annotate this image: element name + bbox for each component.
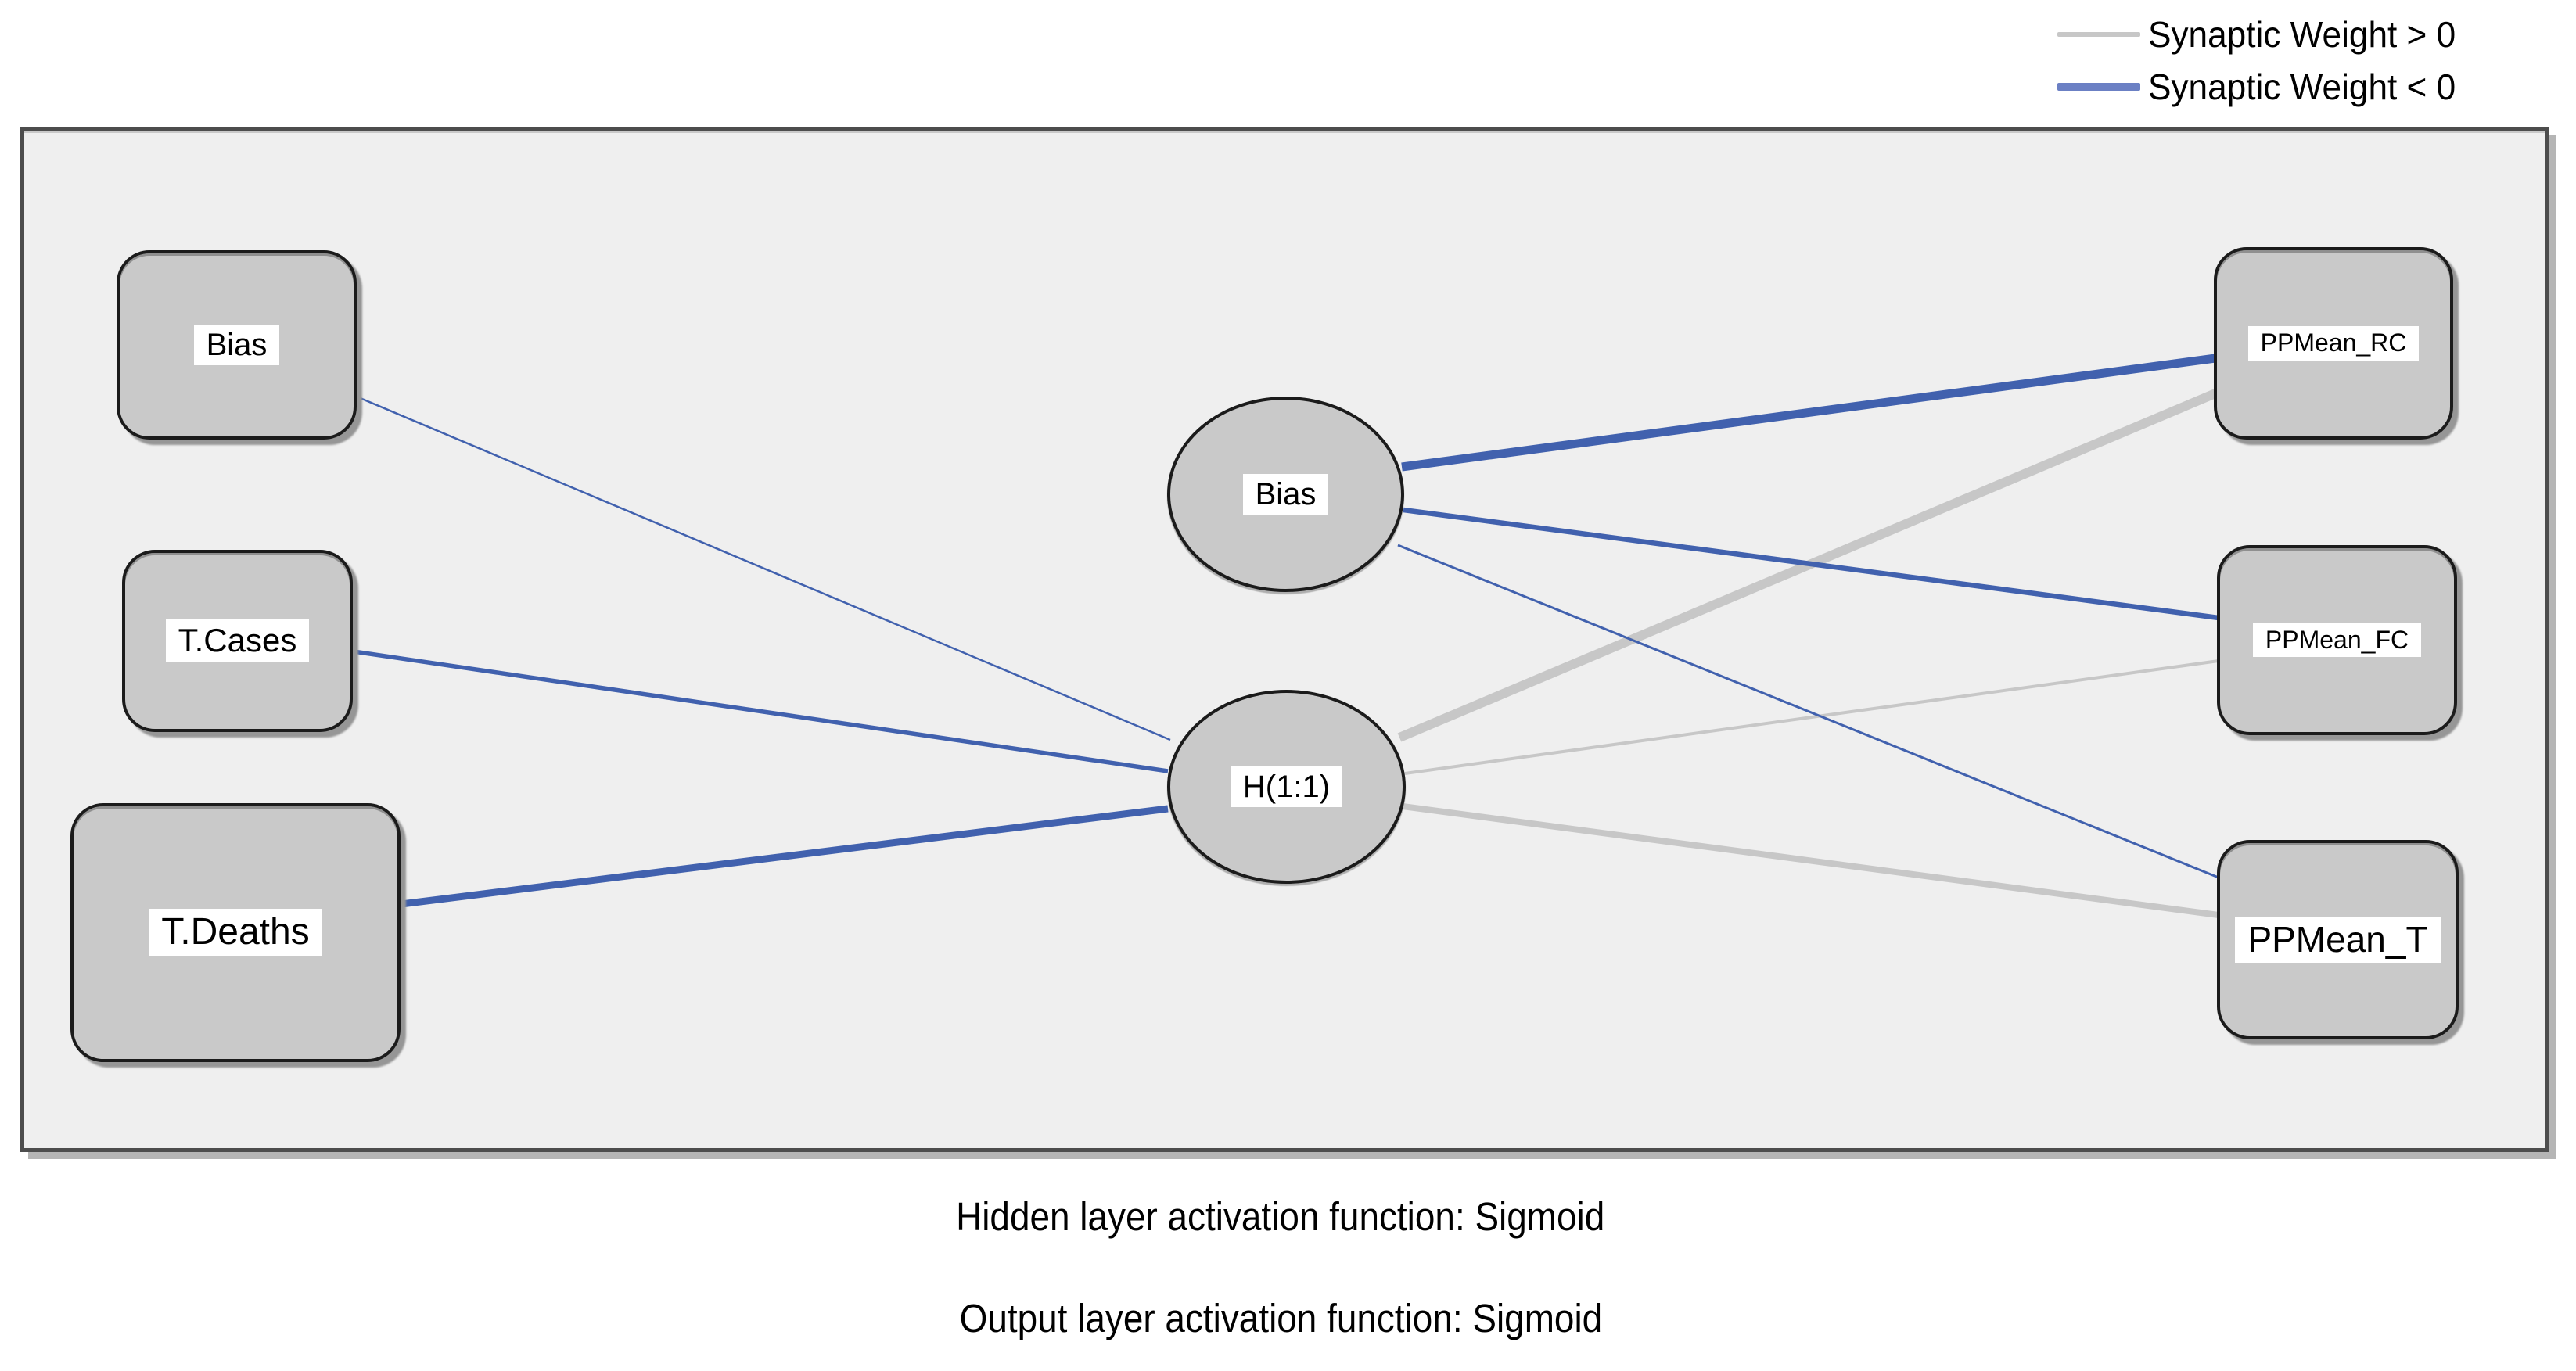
input-node-tdeaths: T.Deaths (70, 803, 401, 1062)
hidden-node-h11: H(1:1) (1167, 690, 1406, 884)
output-node-ppmean-fc: PPMean_FC (2217, 545, 2457, 735)
output-node-ppmean-t: PPMean_T (2217, 840, 2459, 1039)
node-label: Bias (1242, 474, 1329, 515)
hidden-layer-activation-caption: Hidden layer activation function: Sigmoi… (956, 1194, 1605, 1239)
hidden-node-bias: Bias (1167, 397, 1404, 592)
output-layer-activation-caption: Output layer activation function: Sigmoi… (959, 1296, 1602, 1340)
node-label: T.Deaths (149, 909, 322, 956)
legend-item-negative-weight: Synaptic Weight < 0 (2057, 60, 2469, 113)
node-label: PPMean_FC (2252, 623, 2422, 658)
legend-item-positive-weight: Synaptic Weight > 0 (2057, 8, 2469, 60)
node-label: PPMean_T (2235, 917, 2441, 963)
negative-weight-line-swatch (2057, 82, 2140, 91)
output-node-ppmean-rc: PPMean_RC (2214, 247, 2453, 440)
legend-label: Synaptic Weight < 0 (2148, 66, 2456, 107)
node-label: T.Cases (165, 619, 310, 662)
node-label: Bias (193, 325, 280, 365)
input-node-bias: Bias (117, 250, 357, 440)
positive-weight-line-swatch (2057, 31, 2140, 37)
node-label: H(1:1) (1230, 766, 1343, 807)
legend-label: Synaptic Weight > 0 (2148, 13, 2456, 55)
legend: Synaptic Weight > 0 Synaptic Weight < 0 (2057, 8, 2469, 113)
input-node-tcases: T.Cases (122, 550, 353, 732)
node-label: PPMean_RC (2247, 326, 2420, 361)
